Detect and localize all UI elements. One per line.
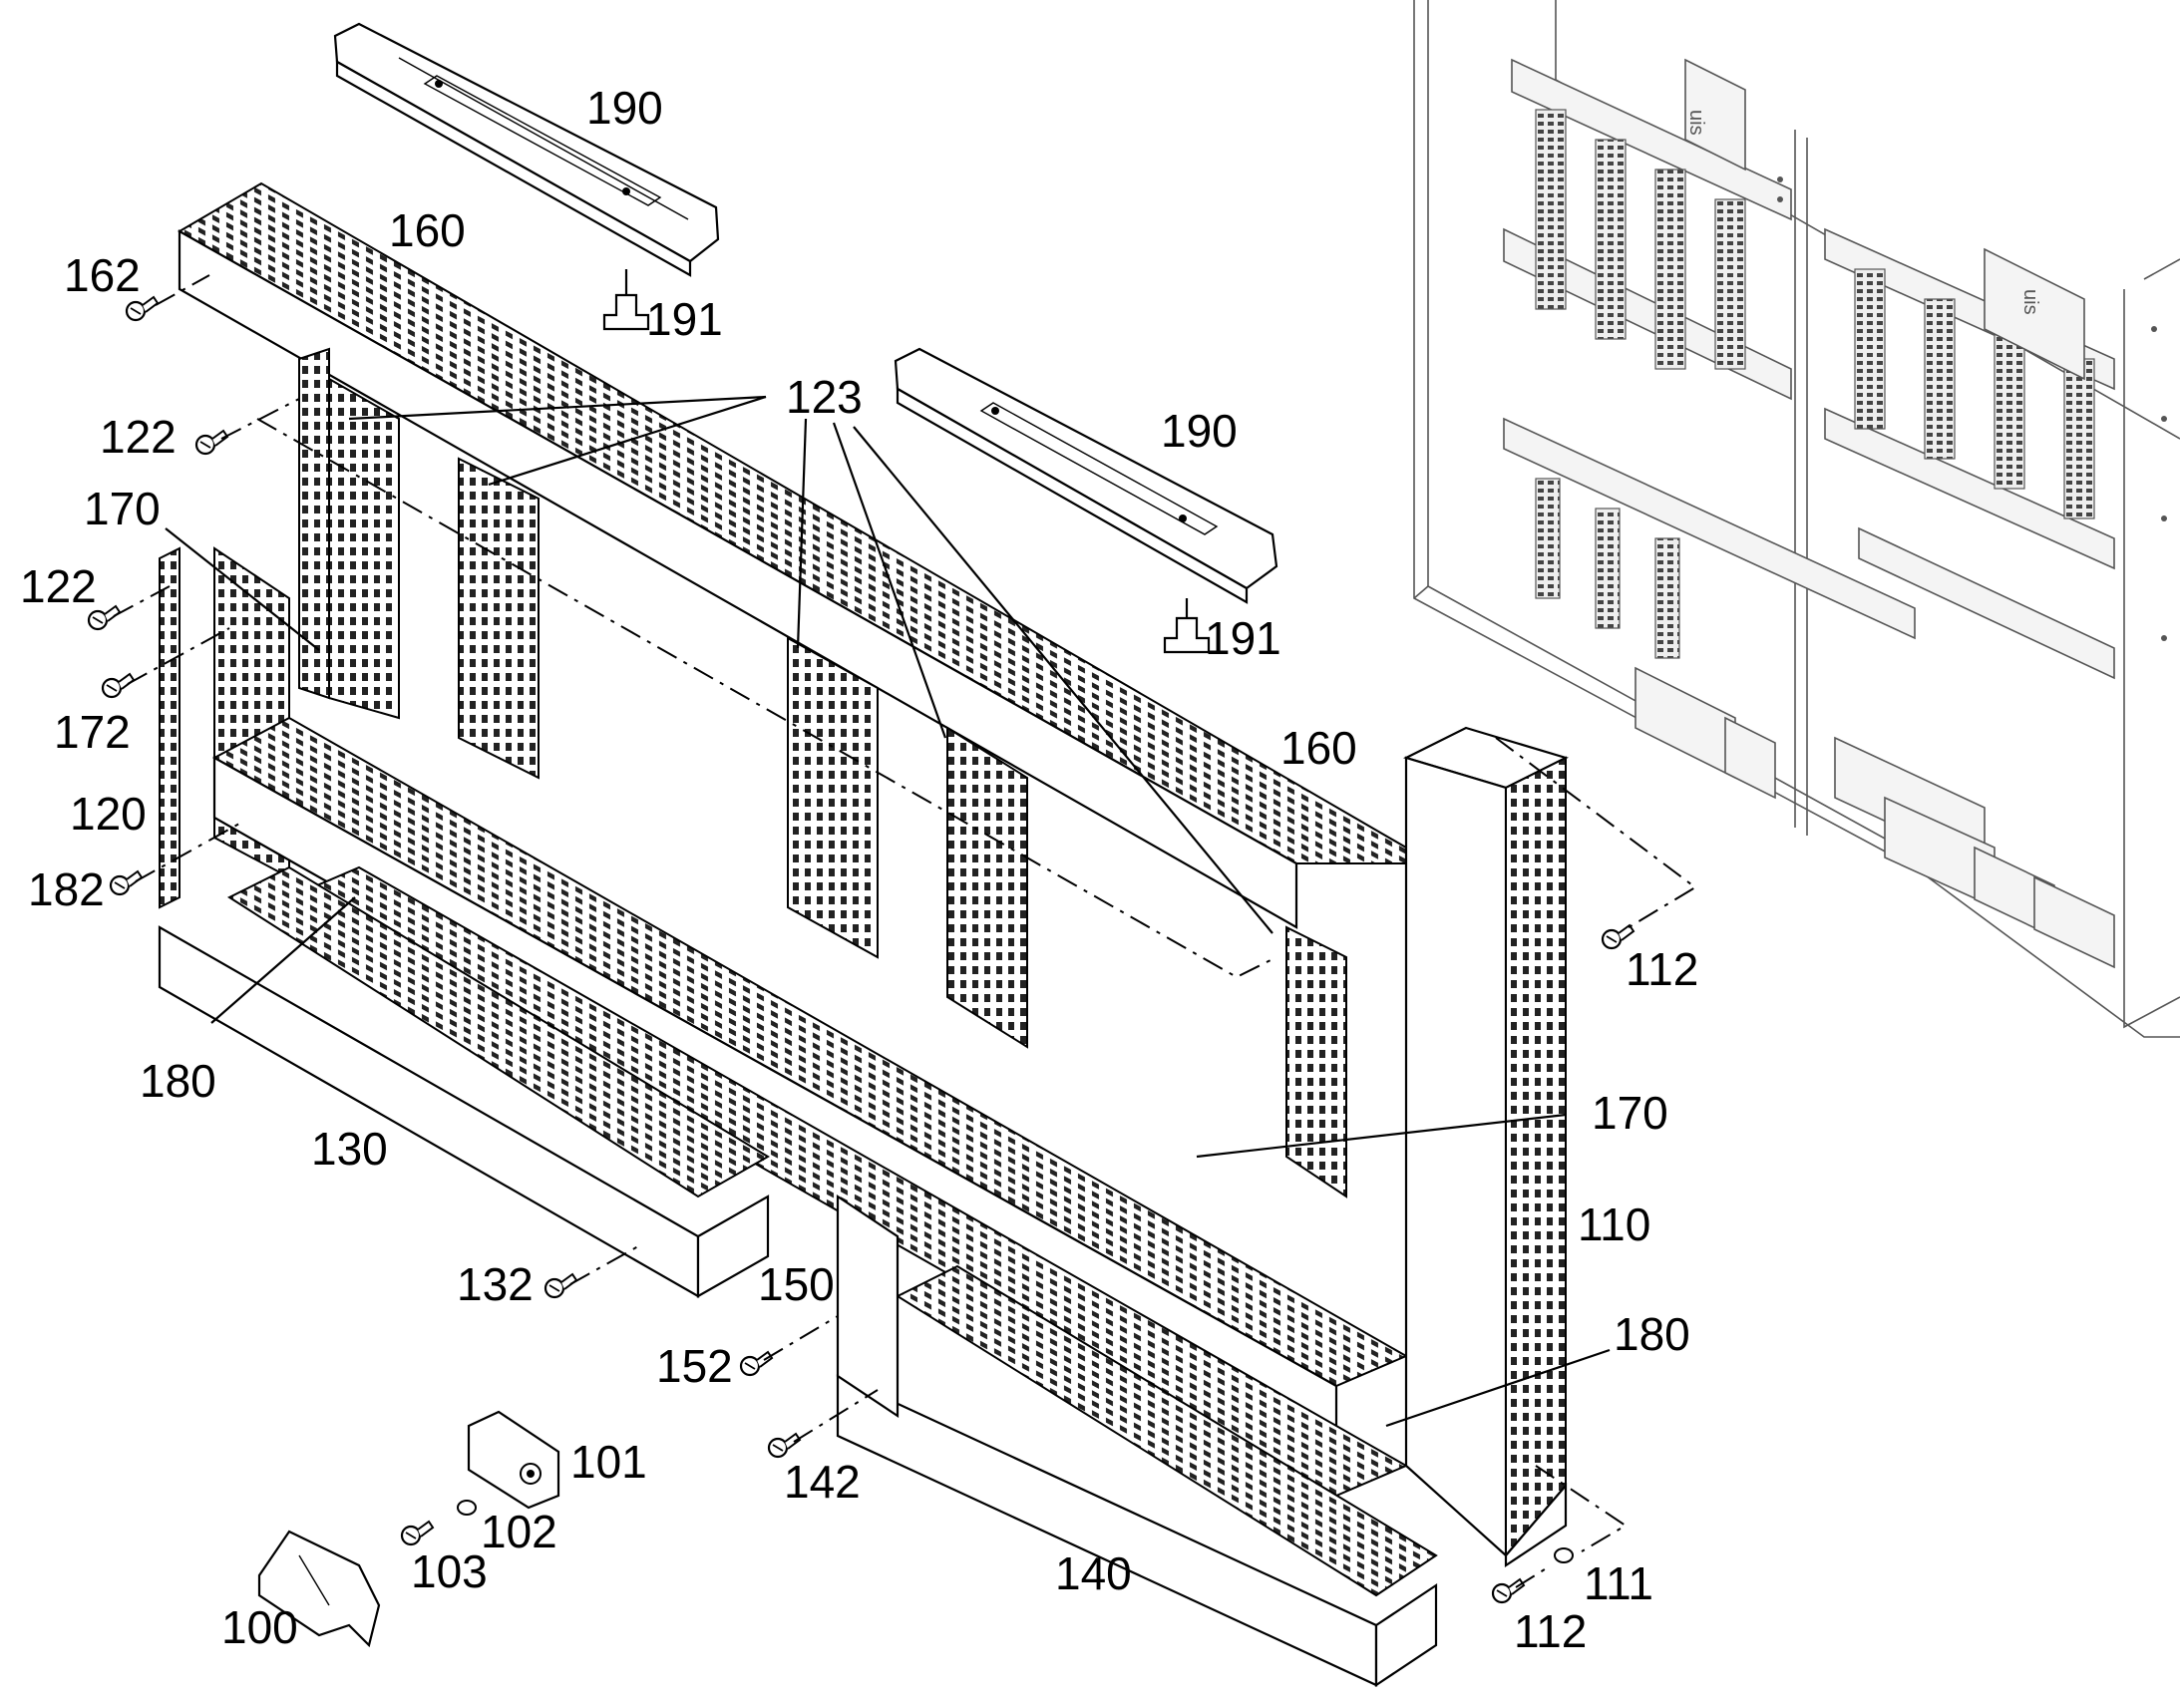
label-123: 123 (786, 371, 863, 423)
label-122-upper: 122 (100, 411, 177, 463)
label-160-top: 160 (389, 204, 466, 256)
screw-182-icon (109, 869, 144, 896)
label-112-upper: 112 (1626, 943, 1698, 995)
screw-191-lower-icon (1163, 616, 1211, 654)
label-152: 152 (656, 1340, 733, 1392)
label-130: 130 (311, 1123, 388, 1175)
label-190-top: 190 (586, 82, 663, 134)
cover-190-middle (894, 347, 1278, 622)
washer-102 (457, 1500, 477, 1516)
label-142: 142 (784, 1456, 861, 1508)
screw-112-lower-icon (1491, 1577, 1526, 1604)
screw-132-icon (544, 1272, 578, 1299)
label-180-right: 180 (1614, 1308, 1690, 1360)
washer-111 (1554, 1547, 1574, 1563)
electrical-cabinet-illustration: uis uis (1413, 0, 2180, 1038)
screw-152-icon (739, 1350, 774, 1377)
cabinet-brand-logo-right: uis (2019, 289, 2041, 315)
bracket-100 (257, 1530, 381, 1648)
cover-190-top (333, 22, 720, 299)
wiring-duct-frame (158, 181, 1569, 1688)
label-120: 120 (70, 788, 147, 840)
label-150: 150 (758, 1258, 835, 1310)
label-160-middle: 160 (1280, 722, 1357, 774)
part-labels: 190 160 162 191 123 190 122 170 122 191 … (20, 82, 1698, 1657)
label-190-middle: 190 (1161, 405, 1238, 457)
screw-142-icon (767, 1432, 802, 1459)
screw-122-upper-icon (194, 429, 229, 456)
label-191-top: 191 (646, 293, 723, 345)
label-122-lower: 122 (20, 560, 97, 612)
label-140: 140 (1055, 1547, 1132, 1599)
label-132: 132 (457, 1258, 534, 1310)
label-170-left: 170 (84, 483, 161, 534)
label-103: 103 (411, 1545, 488, 1597)
label-180-left: 180 (140, 1055, 216, 1107)
label-170-right: 170 (1592, 1087, 1668, 1139)
label-101: 101 (570, 1436, 647, 1488)
label-110: 110 (1578, 1198, 1650, 1250)
label-191-middle: 191 (1205, 612, 1281, 664)
screw-172-icon (101, 672, 136, 699)
clamp-101 (467, 1410, 560, 1510)
leader-lines (165, 395, 1611, 1428)
label-102: 102 (481, 1506, 557, 1557)
label-172: 172 (54, 706, 131, 758)
cabinet-brand-logo-left: uis (1685, 110, 1707, 136)
label-100: 100 (221, 1601, 298, 1653)
label-112-lower: 112 (1514, 1605, 1587, 1657)
label-162: 162 (64, 249, 141, 301)
label-111: 111 (1584, 1557, 1653, 1609)
screw-191-upper-icon (602, 293, 650, 331)
label-182: 182 (28, 863, 105, 915)
screw-103-icon (400, 1520, 435, 1546)
